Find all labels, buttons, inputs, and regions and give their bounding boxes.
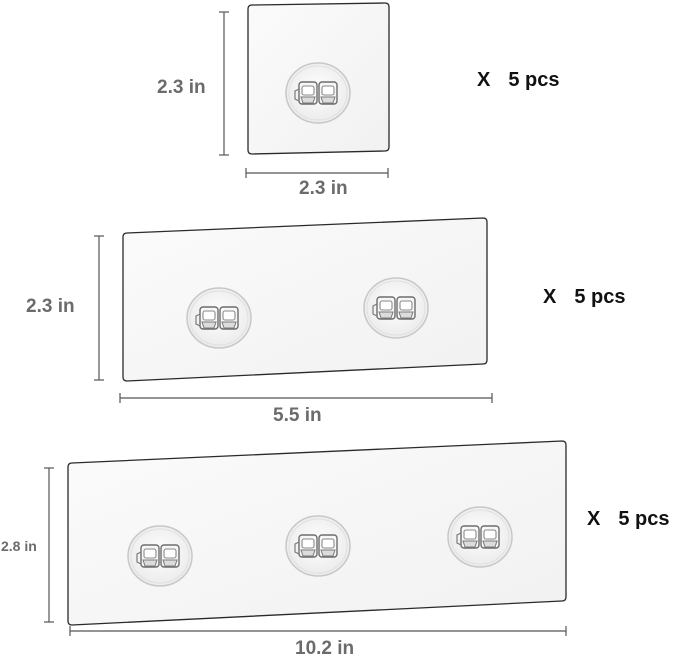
quantity-value: 5 pcs	[618, 508, 670, 530]
height-dimension-line	[94, 235, 104, 381]
height-label: 2.8 in	[1, 538, 37, 554]
adhesive-plate-small	[247, 2, 390, 155]
adhesive-plate-medium	[122, 217, 488, 382]
hook-icon	[285, 62, 351, 124]
height-label: 2.3 in	[26, 296, 75, 317]
height-dimension-line	[219, 11, 229, 156]
quantity-label: X 5 pcs	[543, 286, 626, 309]
adhesive-plate-large	[67, 440, 567, 626]
quantity-value: 5 pcs	[508, 69, 560, 91]
width-dimension-line	[69, 626, 567, 636]
hook-icon	[447, 506, 513, 568]
hook-icon	[127, 525, 193, 587]
multiply-symbol: X	[477, 69, 491, 91]
quantity-label: X 5 pcs	[477, 69, 560, 92]
quantity-label: X 5 pcs	[587, 508, 670, 531]
width-label: 10.2 in	[295, 638, 355, 659]
width-label: 5.5 in	[273, 405, 322, 426]
hook-icon	[363, 277, 429, 339]
height-dimension-line	[44, 467, 54, 623]
multiply-symbol: X	[543, 286, 557, 308]
width-dimension-line	[245, 168, 389, 178]
multiply-symbol: X	[587, 508, 601, 530]
width-dimension-line	[119, 393, 493, 403]
hook-icon	[186, 287, 252, 349]
hook-icon	[285, 515, 351, 577]
quantity-value: 5 pcs	[574, 286, 626, 308]
width-label: 2.3 in	[299, 178, 348, 199]
height-label: 2.3 in	[157, 77, 206, 98]
